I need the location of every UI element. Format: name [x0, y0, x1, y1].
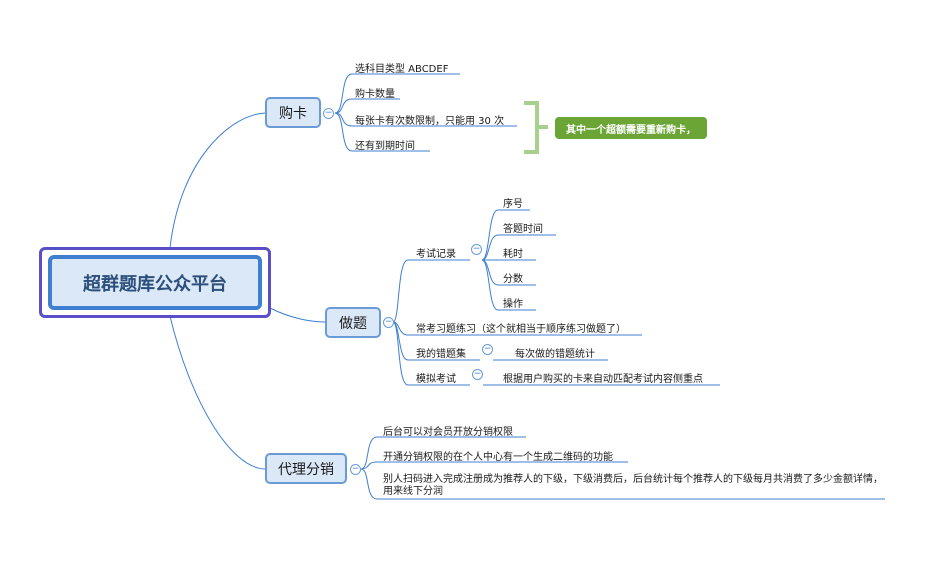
leaf-qr-code: 开通分销权限的在个人中心有一个生成二维码的功能	[383, 452, 613, 463]
collapse-agent-icon[interactable]: −	[350, 464, 361, 475]
collapse-exam-record-icon[interactable]: −	[471, 244, 482, 255]
leaf-referral-stats: 别人扫码进入完成注册成为推荐人的下级，下级消费后，后台统计每个推荐人的下级每月共…	[383, 474, 883, 497]
collapse-wrong-set-icon[interactable]: −	[482, 344, 493, 355]
leaf-score: 分数	[503, 274, 523, 285]
node-mock-exam[interactable]: 模拟考试	[416, 374, 456, 385]
note-rebuy[interactable]: 其中一个超额需要重新购卡，	[555, 117, 707, 139]
leaf-serial-number: 序号	[503, 199, 523, 210]
topic-buy-card-label: 购卡	[279, 105, 307, 122]
topic-agent-distribution[interactable]: 代理分销	[265, 453, 347, 484]
leaf-mock-detail: 根据用户购买的卡来自动匹配考试内容侧重点	[503, 374, 703, 385]
root-topic[interactable]: 超群题库公众平台	[39, 247, 271, 318]
topic-buy-card[interactable]: 购卡	[265, 97, 321, 128]
leaf-card-expiry: 还有到期时间	[355, 141, 415, 152]
leaf-card-limit: 每张卡有次数限制，只能用 30 次	[355, 116, 505, 127]
node-exam-record[interactable]: 考试记录	[416, 249, 456, 260]
leaf-answer-time: 答题时间	[503, 224, 543, 235]
note-rebuy-label: 其中一个超额需要重新购卡，	[566, 124, 696, 136]
leaf-subject-type: 选科目类型 ABCDEF	[355, 64, 449, 75]
collapse-practice-icon[interactable]: −	[383, 317, 394, 328]
leaf-open-permission: 后台可以对会员开放分销权限	[383, 427, 513, 438]
node-wrong-set[interactable]: 我的错题集	[416, 349, 466, 360]
topic-practice-label: 做题	[339, 315, 367, 332]
collapse-mock-exam-icon[interactable]: −	[472, 369, 483, 380]
topic-agent-distribution-label: 代理分销	[278, 461, 334, 478]
root-topic-label: 超群题库公众平台	[83, 273, 227, 295]
leaf-common-practice: 常考习题练习（这个就相当于顺序练习做题了）	[416, 324, 626, 335]
leaf-wrong-stats: 每次做的错题统计	[515, 349, 595, 360]
topic-practice[interactable]: 做题	[325, 307, 381, 338]
leaf-duration: 耗时	[503, 249, 523, 260]
collapse-buy-card-icon[interactable]: −	[323, 108, 334, 119]
leaf-card-quantity: 购卡数量	[355, 89, 395, 100]
root-topic-box: 超群题库公众平台	[48, 255, 262, 310]
leaf-operation: 操作	[503, 299, 523, 310]
